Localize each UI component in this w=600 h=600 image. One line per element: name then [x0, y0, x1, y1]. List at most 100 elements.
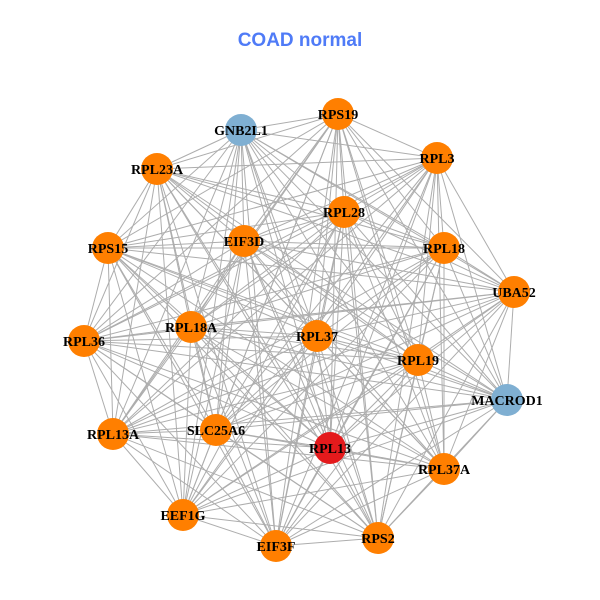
edge-GNB2L1-RPL36	[83, 129, 242, 342]
node-label: RPL18A	[165, 321, 218, 336]
node-RPS2[interactable]: RPS2	[361, 522, 395, 554]
node-circle[interactable]	[260, 530, 292, 562]
node-circle[interactable]	[68, 325, 100, 357]
edge-UBA52-SLC25A6	[215, 291, 515, 431]
node-circle[interactable]	[402, 344, 434, 376]
edge-RPL13-RPS2	[329, 447, 379, 539]
node-circle[interactable]	[301, 320, 333, 352]
edge-UBA52-EEF1G	[182, 291, 515, 516]
edge-RPL18-EEF1G	[182, 247, 445, 516]
node-label: EEF1G	[160, 509, 205, 524]
edge-RPL37-RPL19	[316, 335, 419, 361]
node-circle[interactable]	[200, 414, 232, 446]
edge-SLC25A6-EIF3F	[215, 429, 277, 547]
edge-GNB2L1-EIF3D	[240, 129, 245, 242]
node-circle[interactable]	[498, 276, 530, 308]
edge-RPL18-RPL13A	[112, 247, 445, 435]
edge-RPL18A-MACROD1	[190, 326, 508, 401]
edge-RPL36-RPL37A	[83, 340, 445, 470]
edge-RPL18A-EIF3F	[190, 326, 277, 547]
node-circle[interactable]	[428, 232, 460, 264]
edge-RPS15-RPL13	[107, 247, 331, 449]
node-circle[interactable]	[314, 432, 346, 464]
edge-UBA52-RPL37	[316, 291, 515, 337]
node-circle[interactable]	[97, 418, 129, 450]
edge-RPS19-RPL36	[83, 113, 339, 342]
edge-RPL37-SLC25A6	[215, 335, 318, 431]
edge-RPL37-RPL37A	[316, 335, 445, 470]
node-circle[interactable]	[428, 453, 460, 485]
node-circle[interactable]	[491, 384, 523, 416]
edge-RPL18A-RPL37	[190, 326, 318, 337]
edge-RPL37A-EIF3F	[275, 468, 445, 547]
edge-EIF3D-RPS2	[243, 240, 379, 539]
edge-RPL18A-SLC25A6	[190, 326, 217, 431]
node-EIF3D[interactable]: EIF3D	[224, 225, 264, 257]
edge-UBA52-RPL36	[83, 291, 515, 342]
node-label: RPL28	[323, 206, 365, 221]
node-GNB2L1[interactable]: GNB2L1	[214, 114, 268, 146]
node-UBA52[interactable]: UBA52	[492, 276, 536, 308]
edge-RPL28-RPL18A	[190, 211, 345, 328]
node-circle[interactable]	[228, 225, 260, 257]
edge-GNB2L1-RPL18A	[190, 129, 242, 328]
edge-RPL3-RPL18A	[190, 157, 438, 328]
edge-RPL3-RPL13	[329, 157, 438, 449]
edge-RPL23A-UBA52	[156, 168, 515, 293]
edge-EIF3D-RPL13A	[112, 240, 245, 435]
edge-GNB2L1-UBA52	[240, 129, 515, 293]
node-RPL19[interactable]: RPL19	[397, 344, 439, 376]
node-MACROD1[interactable]: MACROD1	[471, 384, 543, 416]
node-circle[interactable]	[328, 196, 360, 228]
edge-EIF3D-RPL36	[83, 240, 245, 342]
edge-GNB2L1-RPS19	[240, 113, 339, 131]
node-circle[interactable]	[167, 499, 199, 531]
node-RPL3[interactable]: RPL3	[420, 142, 455, 174]
node-RPL18A[interactable]: RPL18A	[165, 311, 218, 343]
node-RPL37[interactable]: RPL37	[296, 320, 338, 352]
edge-EIF3D-RPS15	[107, 240, 245, 249]
node-label: RPS2	[361, 532, 394, 547]
node-EEF1G[interactable]: EEF1G	[160, 499, 206, 531]
node-circle[interactable]	[175, 311, 207, 343]
edge-GNB2L1-RPL13A	[112, 129, 242, 435]
node-SLC25A6[interactable]: SLC25A6	[187, 414, 245, 446]
node-circle[interactable]	[421, 142, 453, 174]
edge-RPL23A-RPL28	[156, 168, 345, 213]
edge-RPL36-RPL19	[83, 340, 419, 361]
node-EIF3F[interactable]: EIF3F	[257, 530, 296, 562]
node-RPL13[interactable]: RPL13	[309, 432, 351, 464]
node-RPL37A[interactable]: RPL37A	[418, 453, 471, 485]
edge-UBA52-RPS2	[377, 291, 515, 539]
node-RPL36[interactable]: RPL36	[63, 325, 105, 357]
edge-RPL28-EEF1G	[182, 211, 345, 516]
node-label: UBA52	[492, 286, 536, 301]
edge-RPL18A-EEF1G	[182, 326, 192, 516]
edge-RPL19-EIF3F	[275, 359, 419, 547]
edge-RPS15-RPL13A	[107, 247, 114, 435]
node-circle[interactable]	[322, 98, 354, 130]
node-circle[interactable]	[141, 153, 173, 185]
node-RPS19[interactable]: RPS19	[318, 98, 358, 130]
edge-RPL18A-RPL13	[190, 326, 331, 449]
edge-RPL37A-EEF1G	[182, 468, 445, 516]
edge-RPL13A-EEF1G	[112, 433, 184, 516]
edge-RPS19-RPL28	[337, 113, 345, 213]
node-RPS15[interactable]: RPS15	[88, 232, 128, 264]
edge-MACROD1-EIF3F	[275, 399, 508, 547]
node-RPL28[interactable]: RPL28	[323, 196, 365, 228]
edge-UBA52-RPL37A	[443, 291, 515, 470]
edge-SLC25A6-RPS2	[215, 429, 379, 539]
node-RPL13A[interactable]: RPL13A	[87, 418, 140, 450]
node-label: EIF3D	[224, 235, 264, 250]
edge-RPS19-RPL37A	[337, 113, 445, 470]
node-circle[interactable]	[92, 232, 124, 264]
edge-RPL3-RPL28	[343, 157, 438, 213]
node-RPL23A[interactable]: RPL23A	[131, 153, 184, 185]
node-circle[interactable]	[225, 114, 257, 146]
edge-RPL28-RPL37A	[343, 211, 445, 470]
node-RPL18[interactable]: RPL18	[423, 232, 465, 264]
node-circle[interactable]	[362, 522, 394, 554]
